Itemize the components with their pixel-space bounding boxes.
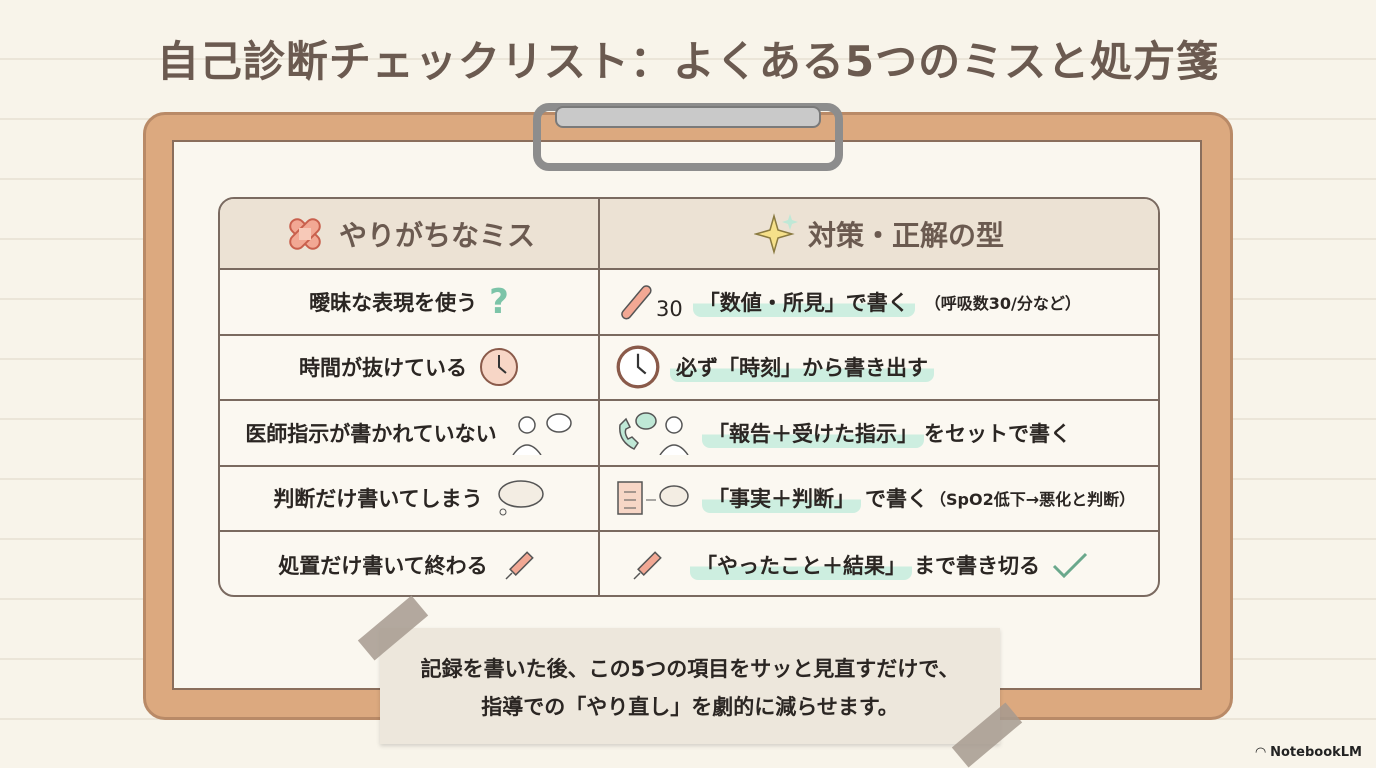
solution-highlight: 「数値・所見」で書く: [692, 286, 915, 317]
doctor-speech-icon: [509, 411, 573, 455]
mistake-text: 時間が抜けている: [299, 356, 467, 381]
table-header: やりがちなミス 対策・正解の型: [220, 199, 1158, 270]
table-row: 医師指示が書かれていない 「報告＋受けた指示」をセットで書く: [220, 401, 1158, 467]
syringe-icon: [626, 545, 670, 585]
mistake-text: 処置だけ書いて終わる: [278, 553, 488, 578]
sparkle-icon: [753, 212, 798, 256]
mistake-text: 判断だけ書いてしまう: [273, 487, 483, 512]
question-mark-icon: ?: [489, 281, 509, 322]
solution-note: （呼吸数30/分など）: [924, 293, 1081, 313]
clipboard-clip-bar: [555, 106, 821, 128]
table-row: 時間が抜けている 必ず「時刻」から書き出す: [220, 335, 1158, 401]
note-line-1: 記録を書いた後、この5つの項目をサッと見直すだけで、: [420, 657, 960, 681]
mistake-text: 医師指示が書かれていない: [245, 421, 497, 446]
checklist-table: やりがちなミス 対策・正解の型 曖昧な表現を使う? 30 「数値・所見」で書く （呼…: [218, 197, 1160, 597]
header-mistakes: やりがちなミス: [338, 218, 535, 252]
brand-text: NotebookLM: [1270, 745, 1362, 760]
table-row: 処置だけ書いて終わる 「やったこと＋結果」まで書き切る: [220, 532, 1158, 595]
solution-rest: で書く: [865, 487, 928, 512]
checklist-to-thought-icon: [616, 478, 692, 518]
checkmark-icon: [1050, 550, 1090, 580]
solution-highlight: 「報告＋受けた指示」: [702, 417, 924, 448]
thermometer-icon: [616, 282, 656, 322]
page-title: 自己診断チェックリスト：よくある5つのミスと処方箋: [156, 37, 1220, 86]
thermometer-reading: 30: [656, 296, 683, 321]
phone-doctor-icon: [616, 411, 692, 455]
header-solutions: 対策・正解の型: [807, 218, 1004, 252]
bandage-icon: [283, 212, 327, 256]
solution-highlight: 「やったこと＋結果」: [690, 549, 912, 580]
clock-icon: [616, 345, 660, 389]
solution-note: （SpO2低下→悪化と判断）: [930, 490, 1136, 510]
solution-highlight: 必ず「時刻」から書き出す: [670, 352, 934, 383]
mistake-text: 曖昧な表現を使う: [309, 290, 478, 315]
summary-note: 記録を書いた後、この5つの項目をサッと見直すだけで、 指導での「やり直し」を劇的…: [380, 628, 1000, 744]
table-row: 判断だけ書いてしまう 「事実＋判断」で書く（SpO2低下→悪化と判断）: [220, 466, 1158, 532]
solution-highlight: 「事実＋判断」: [702, 483, 861, 514]
syringe-icon: [500, 545, 540, 585]
clock-icon: [479, 347, 519, 387]
table-row: 曖昧な表現を使う? 30 「数値・所見」で書く （呼吸数30/分など）: [220, 270, 1158, 336]
solution-rest: をセットで書く: [924, 421, 1071, 446]
thought-cloud-icon: [495, 478, 545, 518]
notebooklm-logo: ◠ NotebookLM: [1255, 745, 1362, 760]
note-line-2: 指導での「やり直し」を劇的に減らせます。: [481, 695, 899, 719]
solution-rest: まで書き切る: [914, 553, 1040, 578]
